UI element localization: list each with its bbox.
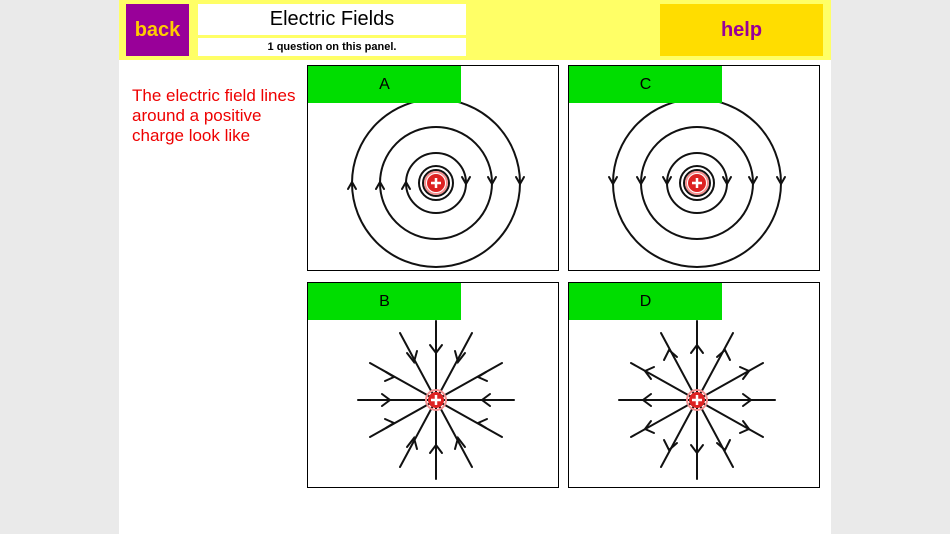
circular-field-diagram (608, 98, 786, 268)
app-window: back Electric Fields 1 question on this … (119, 0, 831, 534)
positive-charge-icon (685, 171, 709, 195)
option-c-label: C (569, 66, 722, 103)
radial-field-diagram (618, 320, 776, 480)
option-a-label: A (308, 66, 461, 103)
question-text: The electric field lines around a positi… (132, 86, 296, 145)
help-button[interactable]: help (660, 4, 823, 56)
back-button[interactable]: back (126, 4, 189, 56)
option-d-panel[interactable]: D (568, 282, 820, 488)
radial-field-diagram (357, 320, 515, 480)
page-title: Electric Fields (198, 4, 466, 35)
question-count: 1 question on this panel. (198, 38, 466, 56)
option-c-panel[interactable]: C (568, 65, 820, 271)
positive-charge-icon (686, 389, 708, 411)
option-b-panel[interactable]: B (307, 282, 559, 488)
positive-charge-icon (424, 171, 448, 195)
header-bar: back Electric Fields 1 question on this … (119, 0, 831, 60)
option-d-label: D (569, 283, 722, 320)
positive-charge-icon (425, 389, 447, 411)
option-a-panel[interactable]: A (307, 65, 559, 271)
option-b-label: B (308, 283, 461, 320)
